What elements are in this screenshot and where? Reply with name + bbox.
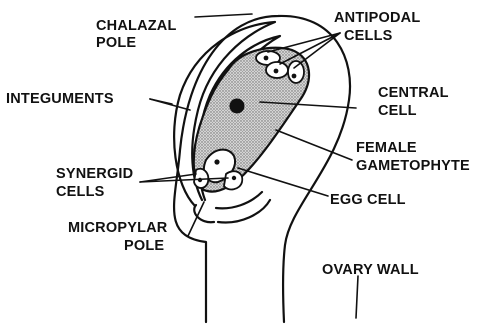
chalazal-pole-leader bbox=[195, 14, 252, 17]
female-gametophyte-label: FEMALE GAMETOPHYTE bbox=[356, 140, 470, 174]
micropylar-pole-label-line2: POLE bbox=[124, 238, 164, 254]
ovary-wall-label: OVARY WALL bbox=[322, 262, 419, 278]
central-cell-nucleus bbox=[230, 99, 245, 114]
synergid-cells-label: SYNERGID CELLS bbox=[56, 166, 138, 200]
integuments-label: INTEGUMENTS bbox=[6, 91, 114, 107]
egg-cell-label: EGG CELL bbox=[330, 192, 406, 208]
micropyle-lip-right bbox=[216, 192, 262, 208]
micropylar-pole-label-line1: MICROPYLAR bbox=[68, 220, 168, 236]
chalazal-pole-label-line1: CHALAZAL bbox=[96, 18, 176, 34]
synergid-cells-label-line2: CELLS bbox=[56, 184, 105, 200]
central-cell-label: CENTRAL CELL bbox=[378, 85, 453, 119]
antipodal-cells-label-line2: CELLS bbox=[344, 28, 393, 44]
chalazal-pole-label-line2: POLE bbox=[96, 35, 136, 51]
central-cell-label-line1: CENTRAL bbox=[378, 85, 449, 101]
chalazal-pole-label: CHALAZAL POLE bbox=[96, 18, 181, 51]
synergid-cells-label-line1: SYNERGID bbox=[56, 166, 133, 182]
antipodal-cells-label-line1: ANTIPODAL bbox=[334, 10, 420, 26]
central-cell-label-line2: CELL bbox=[378, 103, 417, 119]
ovary-wall-leader bbox=[356, 276, 358, 318]
female-gametophyte-label-line1: FEMALE bbox=[356, 140, 417, 156]
antipodal-cells-label: ANTIPODAL CELLS bbox=[334, 10, 424, 44]
integuments-leader-2 bbox=[150, 99, 190, 110]
micropyle-lip-left bbox=[194, 205, 214, 222]
micropylar-pole-label: MICROPYLAR POLE bbox=[68, 220, 172, 254]
female-gametophyte-label-line2: GAMETOPHYTE bbox=[356, 158, 470, 174]
